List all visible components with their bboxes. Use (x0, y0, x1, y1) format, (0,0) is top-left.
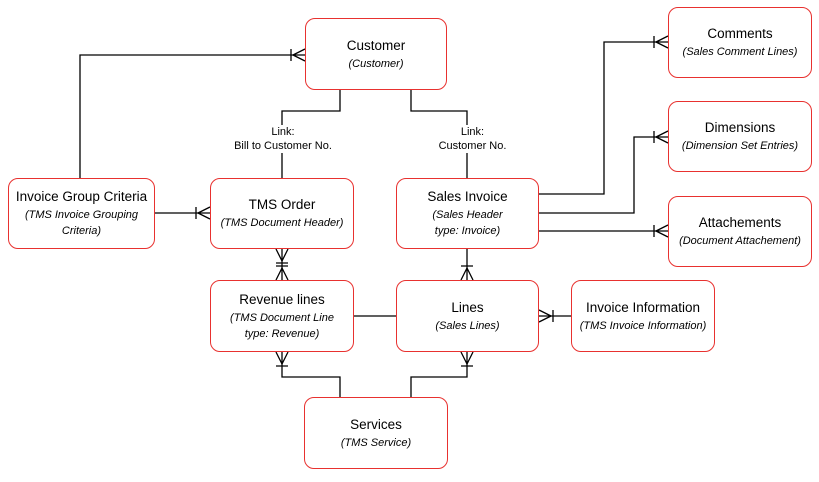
node-dimensions[interactable]: Dimensions (Dimension Set Entries) (668, 101, 812, 172)
node-subtitle: (TMS Document Header) (220, 217, 344, 229)
node-title: Invoice Information (585, 299, 701, 315)
connector-invoice-dimensions (539, 136, 668, 214)
node-invoice-information[interactable]: Invoice Information (TMS Invoice Informa… (571, 280, 715, 352)
node-tms-order[interactable]: TMS Order (TMS Document Header) (210, 178, 354, 249)
node-title: TMS Order (248, 197, 316, 212)
node-subtitle: (TMS Document Line type: Revenue) (230, 311, 334, 340)
connector-lines-services (410, 352, 468, 397)
crowfoot-dimensions (653, 130, 669, 144)
node-revenue-lines[interactable]: Revenue lines (TMS Document Line type: R… (210, 280, 354, 352)
node-attachements[interactable]: Attachements (Document Attachement) (668, 196, 812, 267)
connector-revenue-services (281, 352, 341, 397)
node-subtitle: (Customer) (348, 57, 404, 70)
node-title: Attachements (698, 215, 782, 230)
node-title: Customer (346, 37, 406, 53)
node-subtitle: (TMS Invoice Information) (579, 319, 707, 332)
crowfoot-lines-right (538, 309, 554, 323)
edge-label-customer-no: Link: Customer No. (425, 125, 520, 153)
crowfoot-attachements (653, 224, 669, 238)
node-title: Services (350, 416, 402, 432)
crowfoot-order-left (195, 206, 211, 220)
connector-igc-customer (79, 54, 305, 178)
node-services[interactable]: Services (TMS Service) (304, 397, 448, 469)
node-title: Dimensions (704, 120, 776, 135)
connector-invoice-comments (539, 41, 668, 195)
edge-label-bill-to: Link: Bill to Customer No. (228, 125, 338, 153)
crowfoot-comments (653, 35, 669, 49)
crowfoot-revenue-top (275, 265, 289, 281)
node-title: Revenue lines (239, 291, 325, 307)
node-comments[interactable]: Comments (Sales Comment Lines) (668, 7, 812, 78)
node-subtitle: (TMS Service) (340, 436, 412, 449)
node-subtitle: (Sales Header type: Invoice) (432, 209, 503, 237)
crowfoot-revenue-bottom (275, 351, 289, 367)
node-title: Lines (451, 299, 484, 315)
crowfoot-order-bottom (275, 248, 289, 264)
node-sales-invoice[interactable]: Sales Invoice (Sales Header type: Invoic… (396, 178, 539, 249)
node-subtitle: (TMS Invoice Grouping Criteria) (24, 209, 139, 237)
crowfoot-lines-top (460, 265, 474, 281)
node-title: Sales Invoice (427, 189, 508, 204)
node-customer[interactable]: Customer (Customer) (305, 18, 447, 90)
node-invoice-group-criteria[interactable]: Invoice Group Criteria (TMS Invoice Grou… (8, 178, 155, 249)
node-title: Comments (707, 26, 773, 41)
crowfoot-customer-left (290, 48, 306, 62)
crowfoot-lines-bottom (460, 351, 474, 367)
node-lines[interactable]: Lines (Sales Lines) (396, 280, 539, 352)
node-title: Invoice Group Criteria (15, 189, 148, 204)
node-subtitle: (Dimension Set Entries) (681, 140, 799, 152)
node-subtitle: (Sales Comment Lines) (682, 46, 798, 58)
node-subtitle: (Sales Lines) (435, 319, 500, 332)
node-subtitle: (Document Attachement) (679, 235, 801, 247)
